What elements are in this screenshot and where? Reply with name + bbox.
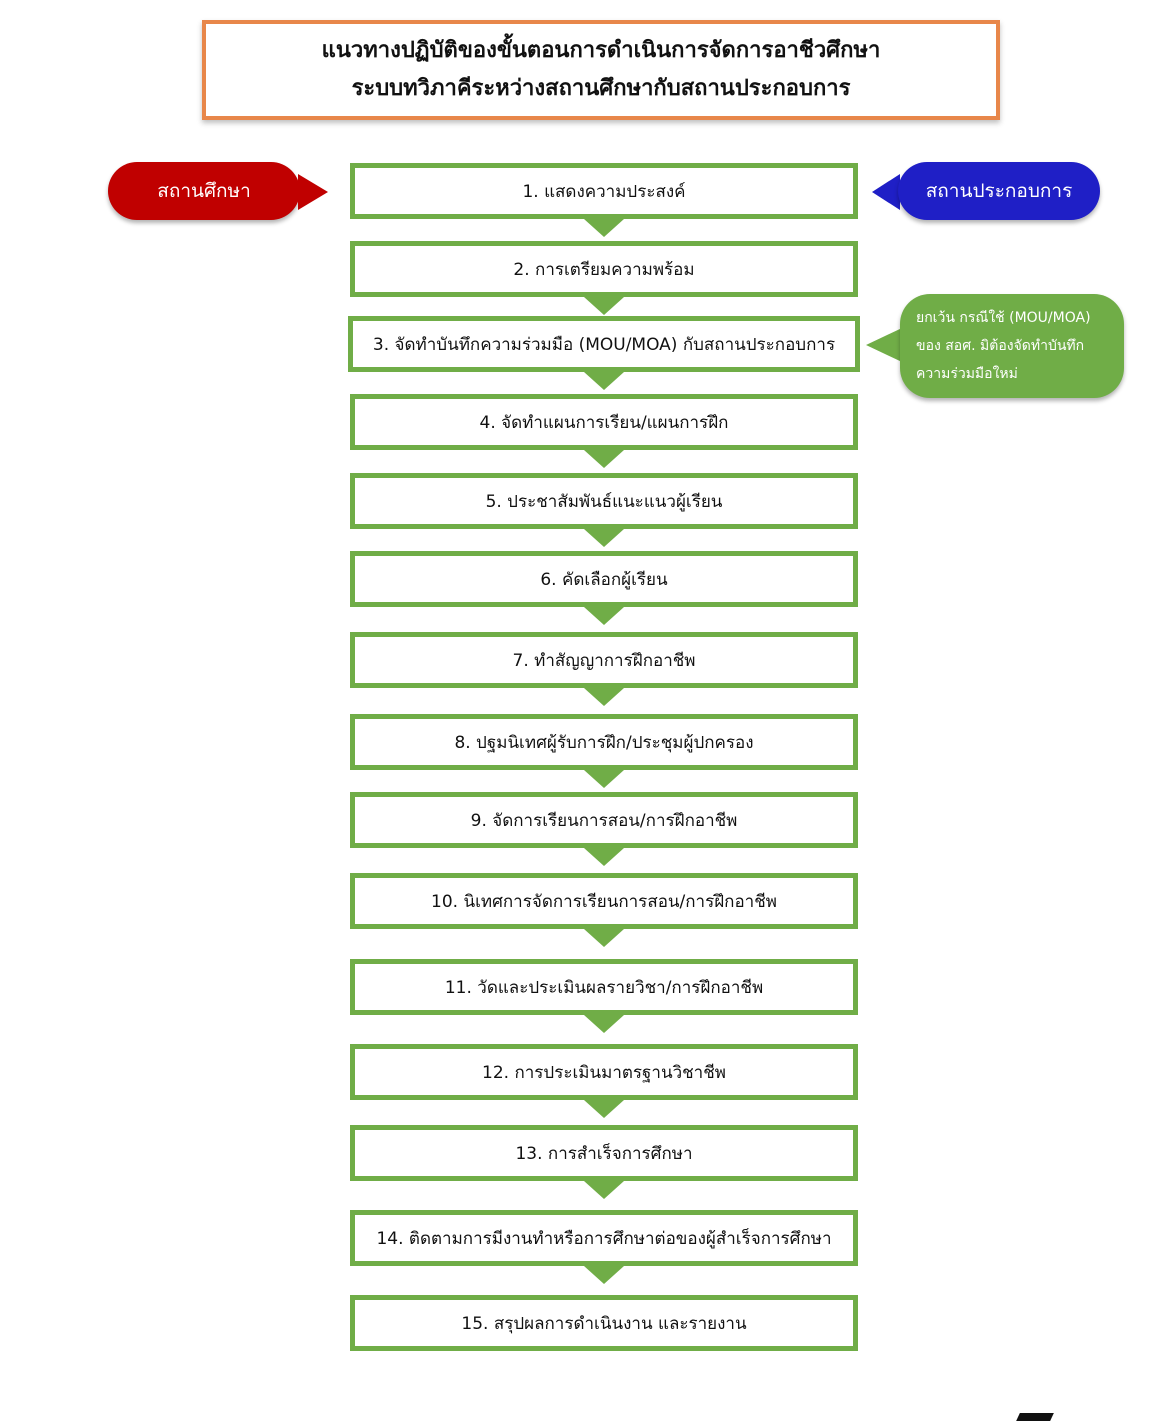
step-9-box: 9. จัดการเรียนการสอน/การฝึกอาชีพ	[350, 792, 858, 848]
step-12-box: 12. การประเมินมาตรฐานวิชาชีพ	[350, 1044, 858, 1100]
step-14-down-arrow-icon	[584, 1266, 624, 1284]
note-line-3: ความร่วมมือใหม่	[916, 366, 1018, 382]
step-10-down-arrow-icon	[584, 929, 624, 947]
title-line-2: ระบบทวิภาคีระหว่างสถานศึกษากับสถานประกอบ…	[351, 76, 851, 101]
step-7-box: 7. ทำสัญญาการฝึกอาชีพ	[350, 632, 858, 688]
actor-enterprise-label: สถานประกอบการ	[898, 162, 1100, 220]
enterprise-arrow-left-icon	[872, 174, 900, 210]
step-1-box: 1. แสดงความประสงค์	[350, 163, 858, 219]
note-arrow-left-icon	[866, 328, 902, 362]
step-3-down-arrow-icon	[584, 372, 624, 390]
step-8-down-arrow-icon	[584, 770, 624, 788]
step-4-box: 4. จัดทำแผนการเรียน/แผนการฝึก	[350, 394, 858, 450]
step-6-box: 6. คัดเลือกผู้เรียน	[350, 551, 858, 607]
note-line-2: ของ สอศ. มิต้องจัดทำบันทึก	[916, 338, 1085, 354]
step-13-down-arrow-icon	[584, 1181, 624, 1199]
school-arrow-right-icon	[298, 174, 328, 210]
step-6-down-arrow-icon	[584, 607, 624, 625]
step-4-down-arrow-icon	[584, 450, 624, 468]
note-line-1: ยกเว้น กรณีใช้ (MOU/MOA)	[916, 310, 1091, 326]
step-8-box: 8. ปฐมนิเทศผู้รับการฝึก/ประชุมผู้ปกครอง	[350, 714, 858, 770]
step-12-down-arrow-icon	[584, 1100, 624, 1118]
step-5-box: 5. ประชาสัมพันธ์แนะแนวผู้เรียน	[350, 473, 858, 529]
step-5-down-arrow-icon	[584, 529, 624, 547]
step-1-down-arrow-icon	[584, 219, 624, 237]
step-7-down-arrow-icon	[584, 688, 624, 706]
step-15-box: 15. สรุปผลการดำเนินงาน และรายงาน	[350, 1295, 858, 1351]
step-13-box: 13. การสำเร็จการศึกษา	[350, 1125, 858, 1181]
mou-exception-note: ยกเว้น กรณีใช้ (MOU/MOA) ของ สอศ. มิต้อง…	[900, 294, 1124, 398]
title-line-1: แนวทางปฏิบัติของขั้นตอนการดำเนินการจัดกา…	[321, 38, 881, 63]
flowchart-title-box: แนวทางปฏิบัติของขั้นตอนการดำเนินการจัดกา…	[202, 20, 1000, 120]
corner-stroke-mark	[1016, 1413, 1054, 1421]
actor-school-label: สถานศึกษา	[108, 162, 300, 220]
step-11-box: 11. วัดและประเมินผลรายวิชา/การฝึกอาชีพ	[350, 959, 858, 1015]
step-11-down-arrow-icon	[584, 1015, 624, 1033]
step-9-down-arrow-icon	[584, 848, 624, 866]
step-14-box: 14. ติดตามการมีงานทำหรือการศึกษาต่อของผู…	[350, 1210, 858, 1266]
step-10-box: 10. นิเทศการจัดการเรียนการสอน/การฝึกอาชี…	[350, 873, 858, 929]
step-3-box: 3. จัดทำบันทึกความร่วมมือ (MOU/MOA) กับส…	[348, 316, 860, 372]
step-2-down-arrow-icon	[584, 297, 624, 315]
step-2-box: 2. การเตรียมความพร้อม	[350, 241, 858, 297]
